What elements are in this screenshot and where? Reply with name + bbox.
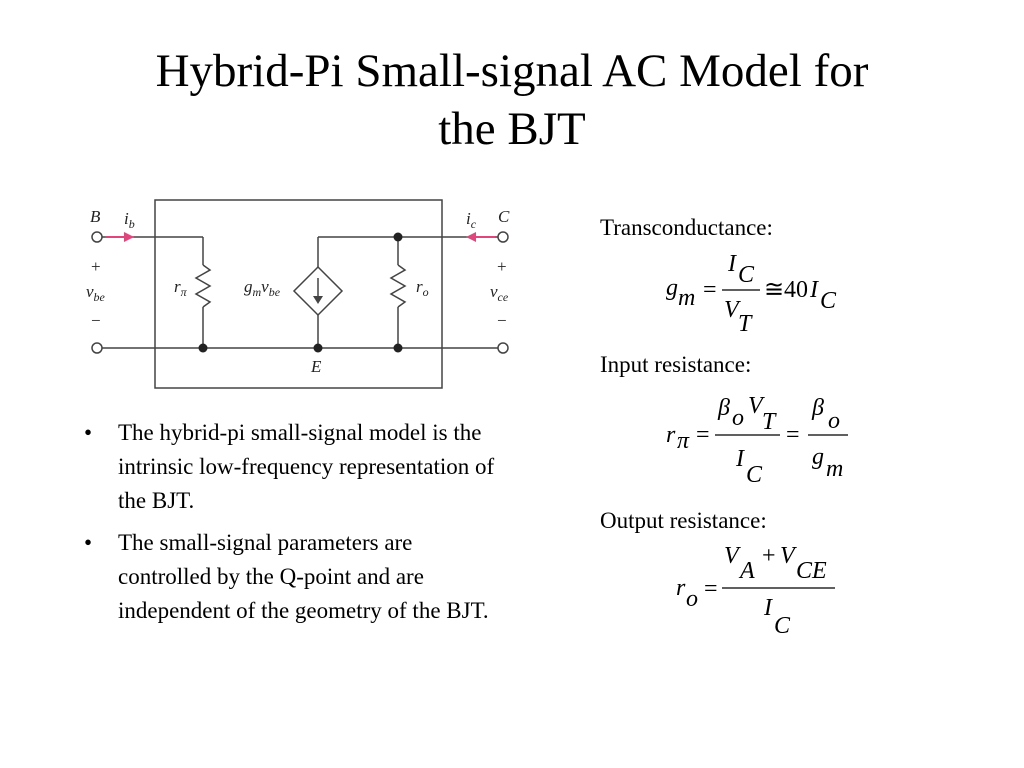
svg-text:I: I [763, 595, 773, 621]
node-dot-collector [393, 232, 403, 242]
svg-text:o: o [686, 586, 698, 612]
svg-text:I: I [735, 446, 745, 472]
vce-label: vce [490, 282, 509, 304]
collector-label: C [498, 207, 510, 226]
terminal-collector-ground [497, 342, 509, 354]
output-resistance-label: Output resistance: [600, 508, 767, 533]
transconductance-label: Transconductance: [600, 215, 773, 240]
svg-text:V: V [780, 543, 797, 569]
svg-text:C: C [820, 288, 837, 314]
output-resistance-equation: r o = V A + V CE I C [676, 543, 835, 639]
svg-text:o: o [828, 408, 840, 434]
svg-text:β: β [717, 395, 730, 421]
svg-text:r: r [676, 575, 686, 601]
emitter-label: E [310, 357, 322, 376]
svg-text:g: g [812, 444, 824, 470]
vbe-label: vbe [86, 282, 106, 304]
svg-text:+: + [762, 543, 776, 569]
vce-minus: − [497, 311, 507, 330]
bullet-item: •The small-signal parameters are control… [80, 526, 495, 628]
vbe-minus: − [91, 311, 101, 330]
node-dot-ro-bottom [393, 343, 403, 353]
svg-text:T: T [738, 311, 753, 337]
svg-text:CE: CE [796, 558, 827, 584]
bullet-dot: • [84, 530, 93, 555]
vce-plus: + [497, 257, 507, 276]
circuit-boundary-box [154, 199, 443, 389]
source-arrow-head [313, 296, 323, 304]
svg-text:o: o [732, 405, 744, 431]
ro-resistor [389, 264, 407, 308]
hybrid-pi-circuit-diagram: B ib C ic + vbe − + vce − rπ gmvbe ro E [86, 199, 510, 389]
transconductance-equation: g m = I C V T ≅ 40 I C [666, 251, 837, 337]
svg-text:V: V [724, 543, 741, 569]
terminal-base-ground [91, 342, 103, 354]
node-dot-emitter [313, 343, 323, 353]
svg-text:V: V [724, 297, 741, 323]
svg-text:C: C [746, 462, 763, 488]
bullet-dot: • [84, 420, 93, 445]
ic-current-arrow [466, 232, 495, 242]
node-dot-rpi-bottom [198, 343, 208, 353]
slide-title: Hybrid-Pi Small-signal AC Model for the … [60, 42, 964, 158]
svg-text:r: r [666, 422, 676, 448]
svg-text:C: C [774, 613, 791, 639]
svg-text:I: I [727, 251, 737, 277]
svg-text:40: 40 [784, 277, 808, 303]
svg-text:β: β [811, 395, 824, 421]
svg-text:≅: ≅ [764, 277, 784, 303]
vbe-plus: + [91, 257, 101, 276]
svg-text:π: π [677, 428, 690, 454]
svg-text:V: V [748, 393, 765, 419]
ic-label: ic [466, 209, 477, 231]
input-resistance-equation: r π = β o V T I C = β o g m [666, 393, 848, 488]
svg-text:m: m [826, 456, 843, 482]
ro-label: ro [416, 277, 429, 299]
bullet-item: •The hybrid-pi small-signal model is the… [80, 416, 495, 518]
svg-text:=: = [786, 422, 800, 448]
svg-text:I: I [809, 277, 819, 303]
svg-text:C: C [738, 262, 755, 288]
input-resistance-label: Input resistance: [600, 352, 752, 377]
title-line-1: Hybrid-Pi Small-signal AC Model for [155, 45, 869, 97]
bullet-list: •The hybrid-pi small-signal model is the… [80, 416, 495, 636]
svg-text:=: = [703, 277, 717, 303]
gm-vbe-label: gmvbe [244, 277, 281, 299]
rpi-label: rπ [174, 277, 188, 299]
svg-text:=: = [696, 422, 710, 448]
terminal-base [91, 231, 103, 243]
ib-label: ib [124, 209, 135, 231]
ib-current-arrow [105, 232, 134, 242]
svg-text:m: m [678, 285, 695, 311]
base-label: B [90, 207, 101, 226]
svg-text:=: = [704, 576, 718, 602]
svg-text:A: A [738, 558, 755, 584]
title-line-2: the BJT [438, 103, 586, 155]
svg-text:T: T [762, 409, 777, 435]
terminal-collector [497, 231, 509, 243]
rpi-resistor [194, 264, 212, 308]
svg-text:g: g [666, 275, 678, 301]
